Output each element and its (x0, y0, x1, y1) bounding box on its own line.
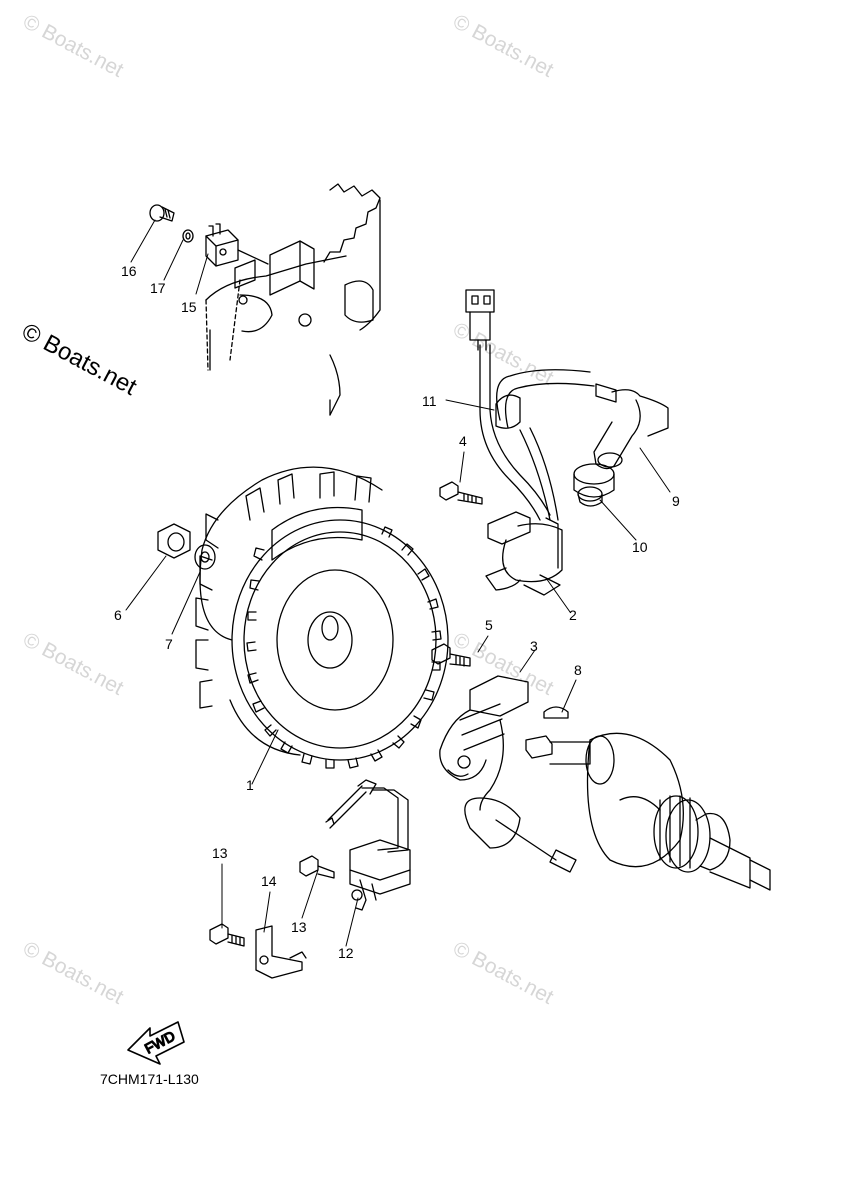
callout-14: 14 (261, 873, 277, 889)
callout-11: 11 (422, 393, 437, 409)
nut-6 (157, 523, 191, 559)
high-tension-lead (465, 289, 595, 521)
callout-12: 12 (338, 945, 354, 961)
callout-9: 9 (672, 493, 680, 509)
fwd-arrow-icon (127, 1021, 185, 1065)
callout-7: 7 (165, 636, 173, 652)
washer-7 (194, 544, 216, 570)
flywheel (195, 466, 449, 769)
charge-coil (431, 643, 577, 873)
engine-casing (205, 183, 381, 416)
callout-1: 1 (246, 777, 254, 793)
woodruff-key-8 (543, 706, 569, 719)
plug-cap-9 (593, 383, 669, 470)
callout-5: 5 (485, 617, 493, 633)
callout-16: 16 (121, 263, 137, 279)
callout-8: 8 (574, 662, 582, 678)
callout-3: 3 (530, 638, 538, 654)
callout-2: 2 (569, 607, 577, 623)
callout-13: 13 (212, 845, 228, 861)
callout-10: 10 (632, 539, 648, 555)
callout-4: 4 (459, 433, 467, 449)
callout-15: 15 (181, 299, 197, 315)
washer-17 (182, 229, 194, 243)
callout-6: 6 (114, 607, 122, 623)
callout-numbers: 16 17 15 11 4 9 10 2 5 3 8 6 7 1 13 14 1… (114, 263, 680, 961)
pulser-coil (209, 779, 411, 979)
crankshaft (525, 732, 771, 891)
grommet-10 (573, 463, 615, 507)
leader-lines (125, 219, 671, 947)
callout-13: 13 (291, 919, 307, 935)
ignition-coil (439, 481, 563, 596)
bolt-16 (149, 204, 175, 222)
callout-17: 17 (150, 280, 166, 296)
sensor-15 (205, 223, 269, 267)
drawing-code: 7CHM171-L130 (100, 1071, 199, 1087)
